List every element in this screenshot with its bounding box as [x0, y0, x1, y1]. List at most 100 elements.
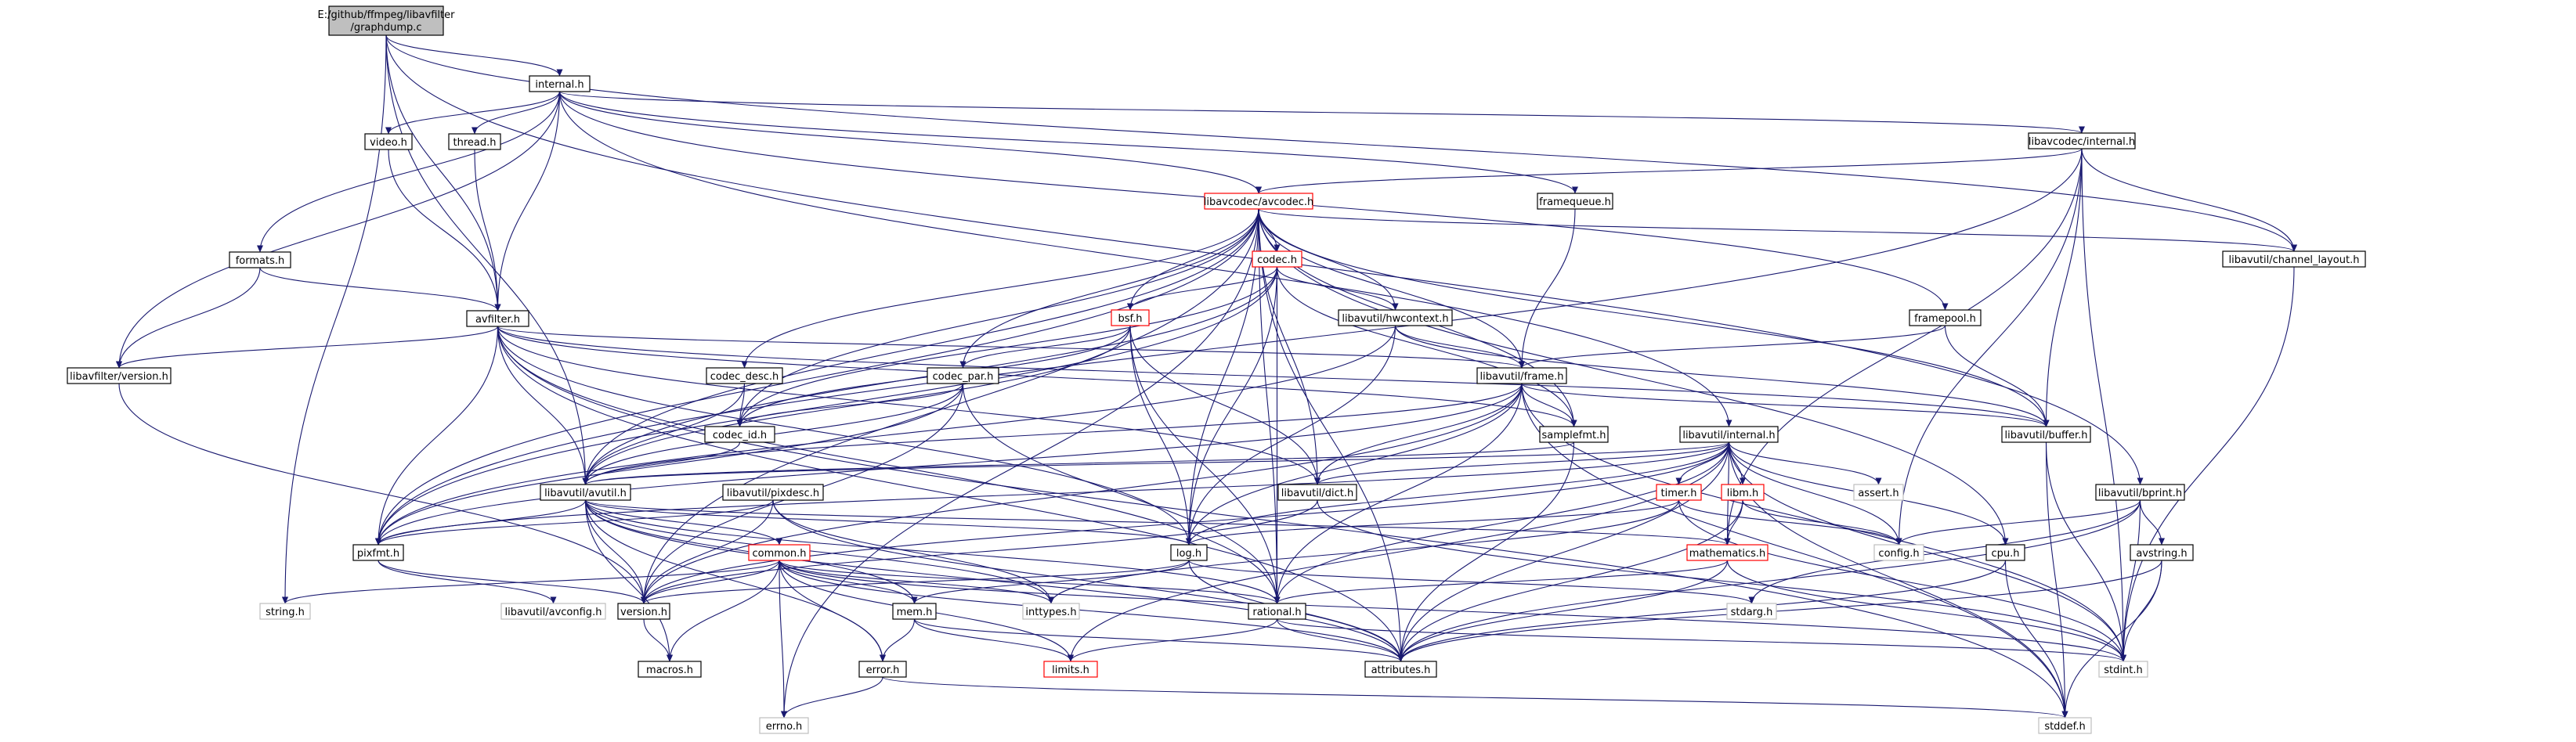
- node-label: libavcodec/avcodec.h: [1204, 196, 1314, 208]
- node-libavutil-channel-layout-h[interactable]: libavutil/channel_layout.h: [2222, 250, 2366, 268]
- node-stdarg-h[interactable]: stdarg.h: [1726, 603, 1777, 620]
- edge-codec_par-to-codec_id: [736, 383, 964, 427]
- edge-timer_h-to-stdint_h: [1678, 499, 2126, 662]
- node-log-h[interactable]: log.h: [1170, 544, 1208, 561]
- node-label: libavutil/internal.h: [1682, 430, 1775, 441]
- edge-avcodec_h-to-version_h: [641, 208, 1259, 604]
- edge-error_h-to-stddef_h: [882, 676, 2068, 719]
- node-config-h[interactable]: config.h: [1873, 544, 1924, 561]
- node-libavutil-avconfig-h[interactable]: libavutil/avconfig.h: [500, 603, 606, 620]
- edge-avcodec_h-to-rational_h: [1258, 208, 1281, 604]
- node-label: internal.h: [535, 79, 583, 91]
- node-label: limits.h: [1052, 665, 1089, 676]
- node-libavcodec-internal-h[interactable]: libavcodec/internal.h: [2028, 132, 2136, 149]
- node-codec-desc-h[interactable]: codec_desc.h: [706, 367, 783, 384]
- node-thread-h[interactable]: thread.h: [448, 133, 501, 150]
- node-label: framepool.h: [1914, 313, 1976, 325]
- node-libavcodec-avcodec-h[interactable]: libavcodec/avcodec.h: [1204, 193, 1314, 210]
- edge-cpu_h-to-attributes_h: [1397, 560, 2007, 662]
- node-mem-h[interactable]: mem.h: [892, 603, 937, 620]
- node-libavutil-buffer-h[interactable]: libavutil/buffer.h: [2001, 426, 2091, 443]
- node-codec-h[interactable]: codec.h: [1252, 250, 1302, 268]
- node-attributes-h[interactable]: attributes.h: [1364, 661, 1437, 678]
- edge-avcodec_h-to-pixfmt_h: [375, 208, 1259, 546]
- edge-hwcontext_h-to-pixfmt_h: [375, 325, 1396, 546]
- node-libavutil-dict-h[interactable]: libavutil/dict.h: [1277, 484, 1357, 501]
- node-assert-h[interactable]: assert.h: [1853, 484, 1904, 501]
- node-libavutil-internal-h[interactable]: libavutil/internal.h: [1679, 426, 1779, 443]
- node-string-h[interactable]: string.h: [259, 603, 311, 620]
- node-root-file[interactable]: E:/github/ffmpeg/libavfilter /graphdump.…: [318, 5, 456, 36]
- node-error-h[interactable]: error.h: [858, 661, 907, 678]
- node-libavutil-pixdesc-h[interactable]: libavutil/pixdesc.h: [722, 484, 824, 501]
- node-framequeue-h[interactable]: framequeue.h: [1537, 193, 1613, 210]
- node-common-h[interactable]: common.h: [748, 544, 811, 561]
- edge-internal_h-to-formats_h: [257, 91, 561, 253]
- edge-mathematics_h-to-rational_h: [1274, 560, 1729, 604]
- node-mathematics-h[interactable]: mathematics.h: [1686, 544, 1769, 561]
- edge-root-to-channel_layout: [385, 34, 2297, 252]
- edge-avcodec_internal-to-channel_layout: [2081, 148, 2297, 252]
- node-libavutil-hwcontext-h[interactable]: libavutil/hwcontext.h: [1338, 309, 1453, 326]
- edge-buffer_h-to-stdint_h: [2045, 441, 2126, 662]
- node-video-h[interactable]: video.h: [364, 133, 413, 150]
- node-framepool-h[interactable]: framepool.h: [1909, 309, 1982, 326]
- node-version-h[interactable]: version.h: [617, 603, 670, 620]
- node-avstring-h[interactable]: avstring.h: [2130, 544, 2194, 561]
- node-libavutil-avutil-h[interactable]: libavutil/avutil.h: [540, 484, 631, 501]
- node-macros-h[interactable]: macros.h: [638, 661, 702, 678]
- node-inttypes-h[interactable]: inttypes.h: [1022, 603, 1080, 620]
- node-label: assert.h: [1858, 488, 1899, 499]
- node-codec-par-h[interactable]: codec_par.h: [927, 367, 999, 384]
- node-codec-id-h[interactable]: codec_id.h: [704, 426, 775, 443]
- edge-avutil_h-to-mathematics_h: [584, 499, 1731, 546]
- node-label: libavutil/frame.h: [1480, 371, 1564, 383]
- edge-avcodec_internal-to-buffer_h: [2043, 148, 2083, 427]
- edge-codec_par-to-pixfmt_h: [375, 383, 964, 546]
- node-formats-h[interactable]: formats.h: [229, 251, 291, 268]
- node-stddef-h[interactable]: stddef.h: [2038, 717, 2092, 734]
- edge-pixfmt_h-to-version_h: [378, 560, 647, 604]
- node-avfilter-h[interactable]: avfilter.h: [466, 310, 529, 327]
- edge-avcodec_h-to-errno_h: [781, 208, 1259, 719]
- node-label: codec.h: [1257, 254, 1297, 266]
- edge-common_h-to-macros_h: [667, 560, 780, 662]
- node-cpu-h[interactable]: cpu.h: [1985, 544, 2025, 561]
- edge-bprint_h-to-config_h: [1895, 499, 2141, 546]
- node-stdint-h[interactable]: stdint.h: [2098, 661, 2148, 678]
- edge-avstring_h-to-stddef_h: [2061, 560, 2162, 719]
- edge-framepool_h-to-frame_h: [1519, 325, 1946, 369]
- edge-codec_id-to-avutil_h: [582, 441, 741, 485]
- node-libavutil-bprint-h[interactable]: libavutil/bprint.h: [2095, 484, 2185, 501]
- node-errno-h[interactable]: errno.h: [759, 717, 809, 734]
- node-libavfilter-version-h[interactable]: libavfilter/version.h: [67, 367, 172, 384]
- edge-common_h-to-errno_h: [779, 560, 787, 719]
- node-libavutil-frame-h[interactable]: libavutil/frame.h: [1476, 367, 1567, 384]
- node-bsf-h[interactable]: bsf.h: [1111, 309, 1150, 326]
- node-label: stddef.h: [2044, 721, 2085, 733]
- edge-mem_h-to-error_h: [880, 618, 916, 662]
- root-file-path-line-1: E:/github/ffmpeg/libavfilter: [318, 9, 456, 21]
- edge-internal_h-to-thread_h: [471, 91, 561, 135]
- node-rational-h[interactable]: rational.h: [1248, 603, 1306, 620]
- edge-avcodec_h-to-hwcontext_h: [1258, 208, 1399, 311]
- node-label: formats.h: [236, 255, 285, 267]
- edge-mathematics_h-to-stdint_h: [1726, 560, 2126, 662]
- node-pixfmt-h[interactable]: pixfmt.h: [352, 544, 404, 561]
- edge-common_h-to-rational_h: [779, 560, 1281, 604]
- node-limits-h[interactable]: limits.h: [1043, 661, 1098, 678]
- node-timer-h[interactable]: timer.h: [1656, 484, 1702, 501]
- edge-avutil_internal-to-avutil_h: [582, 441, 1730, 485]
- edge-formats_h-to-avfilter_h: [259, 267, 501, 312]
- edge-rational_h-to-stdint_h: [1276, 618, 2126, 662]
- node-label: macros.h: [646, 665, 693, 676]
- edge-avcodec_h-to-codec_id: [736, 208, 1259, 427]
- node-libm-h[interactable]: libm.h: [1721, 484, 1765, 501]
- edge-avutil_internal-to-config_h: [1728, 441, 1902, 546]
- node-internal-h[interactable]: internal.h: [529, 75, 591, 92]
- edge-pixdesc_h-to-version_h: [641, 499, 774, 604]
- edge-dict_h-to-stdint_h: [1317, 499, 2126, 662]
- edge-log_h-to-mem_h: [911, 560, 1190, 604]
- node-samplefmt-h[interactable]: samplefmt.h: [1539, 426, 1609, 443]
- edge-internal_h-to-lavfi_version: [116, 91, 561, 369]
